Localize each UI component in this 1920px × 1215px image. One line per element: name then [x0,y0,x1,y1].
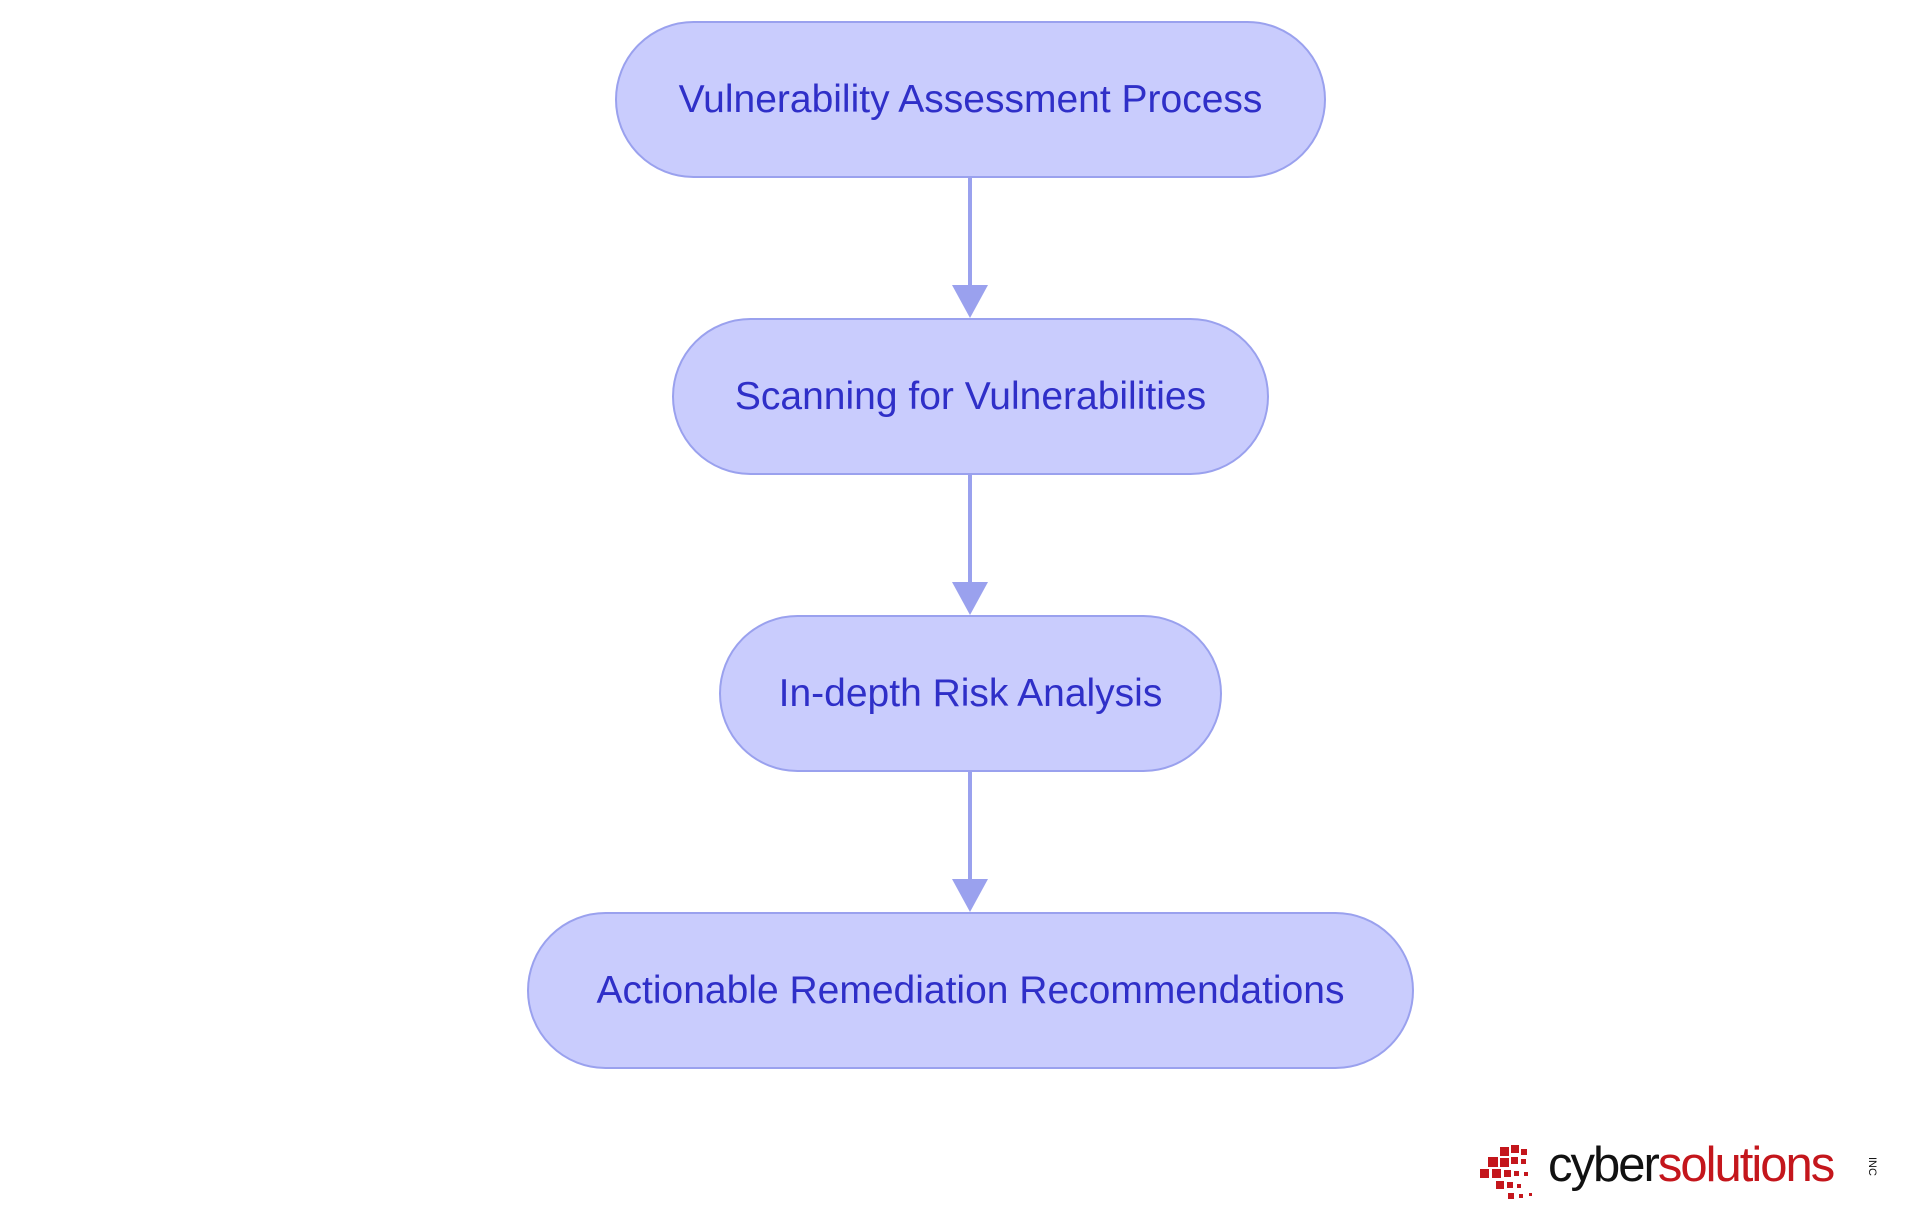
logo-part-solutions: solutions [1657,1138,1835,1192]
edge-1 [952,178,988,318]
node-label: Actionable Remediation Recommendations [596,968,1345,1012]
node-actionable-remediation-recommendations: Actionable Remediation Recommendations [527,912,1414,1069]
node-label: In-depth Risk Analysis [778,671,1163,715]
logo-inc: INC [1866,1157,1878,1176]
edge-2 [952,475,988,615]
node-in-depth-risk-analysis: In-depth Risk Analysis [719,615,1222,772]
node-scanning-for-vulnerabilities: Scanning for Vulnerabilities [672,318,1269,475]
logo-wordmark: cybersolutions [1548,1138,1835,1192]
node-label: Vulnerability Assessment Process [678,77,1263,121]
node-label: Scanning for Vulnerabilities [734,374,1207,418]
edge-3 [952,772,988,912]
logo-part-cyber: cyber [1548,1138,1660,1192]
cybersolutions-logo: cybersolutions INC [1478,1135,1883,1205]
node-vulnerability-assessment-process: Vulnerability Assessment Process [615,21,1326,178]
pixel-mark-icon [1480,1145,1532,1199]
